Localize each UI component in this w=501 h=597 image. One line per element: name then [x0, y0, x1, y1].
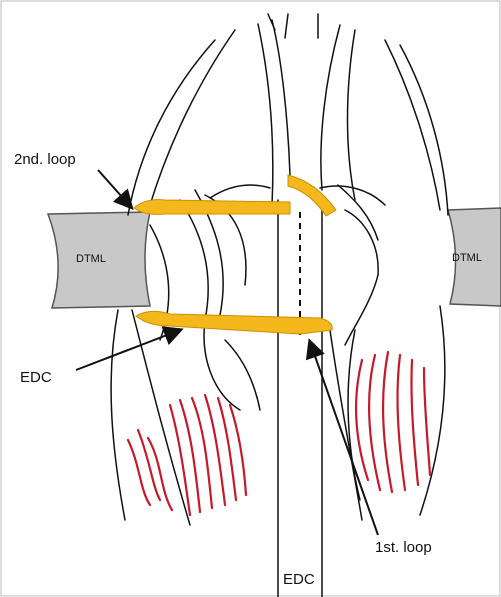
second-loop-label: 2nd. loop	[14, 151, 76, 168]
edc-left-label: EDC	[20, 369, 52, 386]
left-muscle-fibres	[128, 395, 246, 515]
dtml-left-label: DTML	[76, 253, 106, 265]
first-loop-upper-hook	[288, 175, 336, 216]
first-loop-arrow	[310, 342, 378, 535]
second-loop-arrow	[98, 170, 131, 207]
second-loop-lower-suture	[136, 311, 332, 334]
edc-bottom-label: EDC	[283, 571, 315, 588]
top-mark-left	[268, 14, 288, 38]
dtml-right-label: DTML	[452, 252, 482, 264]
right-muscle-fibres	[356, 352, 430, 492]
first-loop-label: 1st. loop	[375, 539, 432, 556]
edc-left-arrow	[76, 330, 180, 370]
second-loop-upper-suture	[134, 200, 290, 215]
edc-central-tendon	[278, 200, 322, 597]
